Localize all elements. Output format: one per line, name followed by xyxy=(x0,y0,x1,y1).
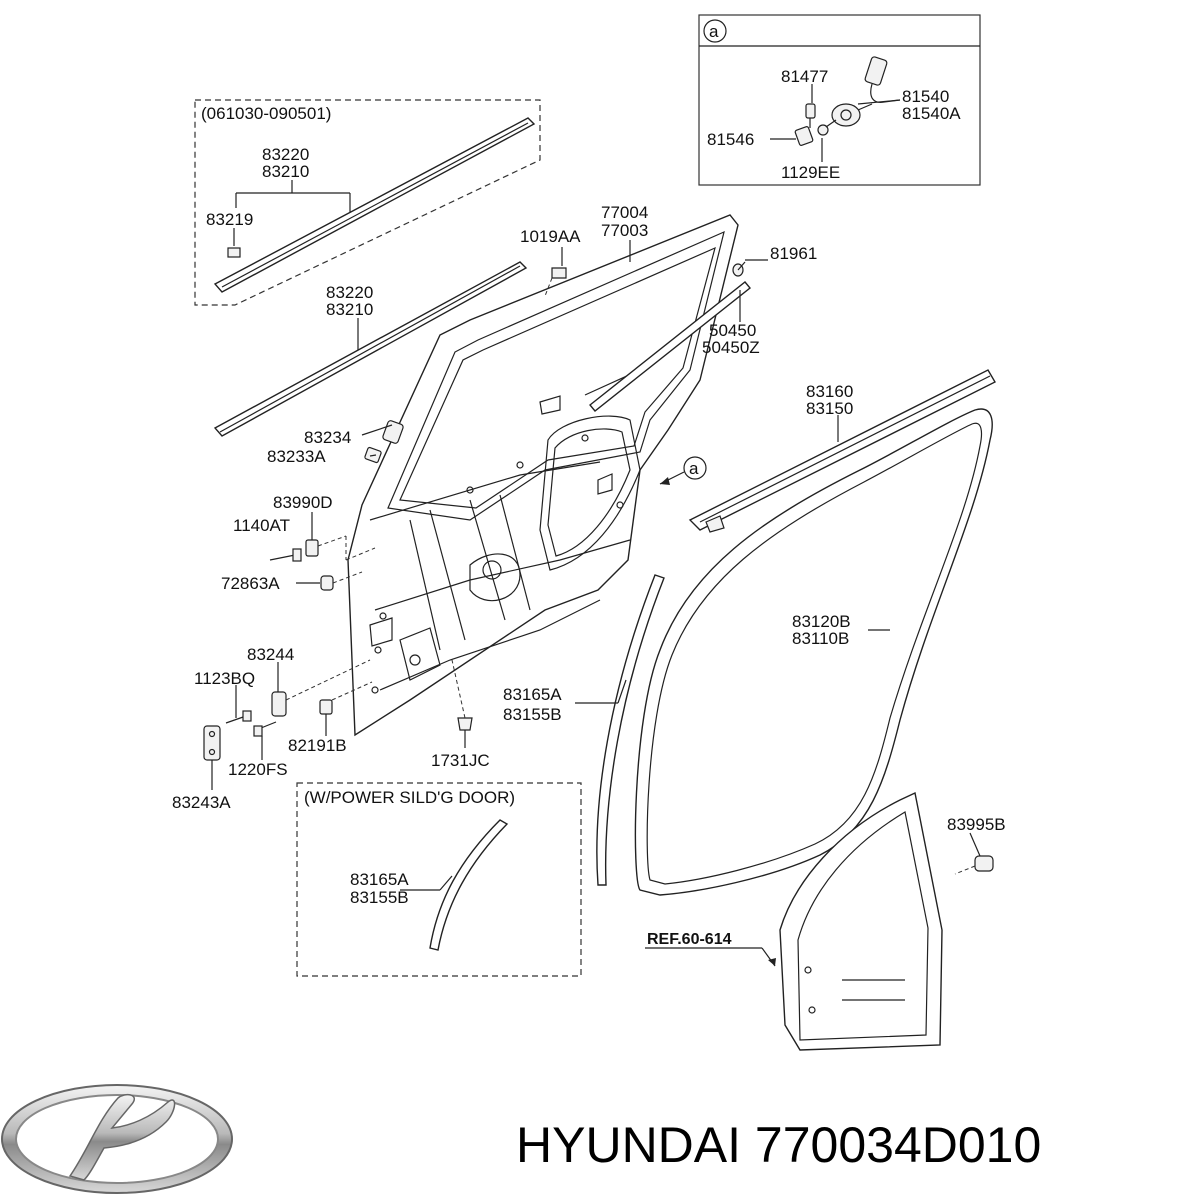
callout-a-marker: a xyxy=(659,456,707,485)
inset-a-callout-letter: a xyxy=(709,22,719,41)
label-83160: 83160 xyxy=(806,382,853,401)
label-1129ee: 1129EE xyxy=(781,163,840,182)
bolt-81477-part xyxy=(805,103,816,128)
window-channel-main-part xyxy=(213,261,528,437)
label-77004: 77004 xyxy=(601,203,648,222)
label-83210: 83210 xyxy=(326,300,373,319)
screw-1129ee-part xyxy=(817,119,837,136)
pillar-ref-part xyxy=(779,791,943,1051)
window-channel-upper-part xyxy=(213,117,536,293)
label-83220-upper: 83220 xyxy=(262,145,309,164)
label-83220: 83220 xyxy=(326,283,373,302)
brand-part-number: HYUNDAI 770034D010 xyxy=(516,1117,1041,1173)
label-83155b: 83155B xyxy=(503,705,562,724)
label-83155b-lower: 83155B xyxy=(350,888,409,907)
bolt-1140at-part xyxy=(269,539,319,562)
bracket-81546-part xyxy=(794,126,814,146)
weatherstrip-83120b-part xyxy=(634,408,993,896)
label-83233a: 83233A xyxy=(267,447,326,466)
label-83995b: 83995B xyxy=(947,815,1006,834)
inset-a-box: a 81477 81540 81540A 81546 1129EE xyxy=(698,14,981,186)
cap-82191b-part xyxy=(319,699,333,715)
label-81961: 81961 xyxy=(770,244,817,263)
strip-lower-inset-part xyxy=(429,819,509,951)
label-83150: 83150 xyxy=(806,399,853,418)
clip-1019aa-part xyxy=(544,267,567,297)
label-81546: 81546 xyxy=(707,130,754,149)
plate-83243a-part xyxy=(203,725,221,761)
label-77003: 77003 xyxy=(601,221,648,240)
clip-1731jc-part xyxy=(457,717,473,731)
label-81540: 81540 xyxy=(902,87,949,106)
label-1140at: 1140AT xyxy=(233,516,290,535)
inset-lower-box: (W/POWER SILD'G DOOR) 83165A 83155B xyxy=(296,782,582,977)
label-1220fs: 1220FS xyxy=(228,760,288,779)
label-1019aa: 1019AA xyxy=(520,227,581,246)
switch-assembly-part xyxy=(831,56,901,127)
rail-83160-part xyxy=(688,369,996,533)
label-83210-upper: 83210 xyxy=(262,162,309,181)
label-83219: 83219 xyxy=(206,210,253,229)
label-1731jc: 1731JC xyxy=(431,751,490,770)
label-81540a: 81540A xyxy=(902,104,961,123)
clip-83219-part xyxy=(227,247,241,258)
hyundai-logo-icon xyxy=(1,1084,233,1194)
inset-upper-box: (061030-090501) 83220 83210 83219 xyxy=(194,99,541,306)
label-50450: 50450 xyxy=(709,321,756,340)
inset-lower-title: (W/POWER SILD'G DOOR) xyxy=(304,788,515,807)
callout-a-letter: a xyxy=(689,459,699,478)
label-83990d: 83990D xyxy=(273,493,333,512)
label-83243a: 83243A xyxy=(172,793,231,812)
label-72863a: 72863A xyxy=(221,574,280,593)
bumper-72863a-part xyxy=(320,575,334,591)
screw-1220fs-part xyxy=(253,721,277,737)
label-83110b: 83110B xyxy=(792,629,849,648)
sliding-door-panel xyxy=(347,214,739,737)
plug-83995b-part xyxy=(954,855,994,875)
label-1123bq: 1123BQ xyxy=(194,669,255,688)
label-83120b: 83120B xyxy=(792,612,851,631)
bolt-1123bq-part xyxy=(225,710,252,724)
label-50450z: 50450Z xyxy=(702,338,760,357)
rail-50450-part xyxy=(589,281,751,412)
label-83165a: 83165A xyxy=(503,685,562,704)
label-83165a-lower: 83165A xyxy=(350,870,409,889)
label-83234: 83234 xyxy=(304,428,351,447)
striker-83244-part xyxy=(271,691,287,717)
main-labels: 77004 77003 1019AA 81961 83220 83210 504… xyxy=(172,203,1006,948)
label-81477: 81477 xyxy=(781,67,828,86)
label-83244: 83244 xyxy=(247,645,294,664)
leader-lines xyxy=(211,240,981,967)
label-82191b: 82191B xyxy=(288,736,347,755)
strip-83165a-part xyxy=(596,574,665,886)
inset-upper-title: (061030-090501) xyxy=(201,104,331,123)
label-ref-60-614: REF.60-614 xyxy=(647,931,732,948)
